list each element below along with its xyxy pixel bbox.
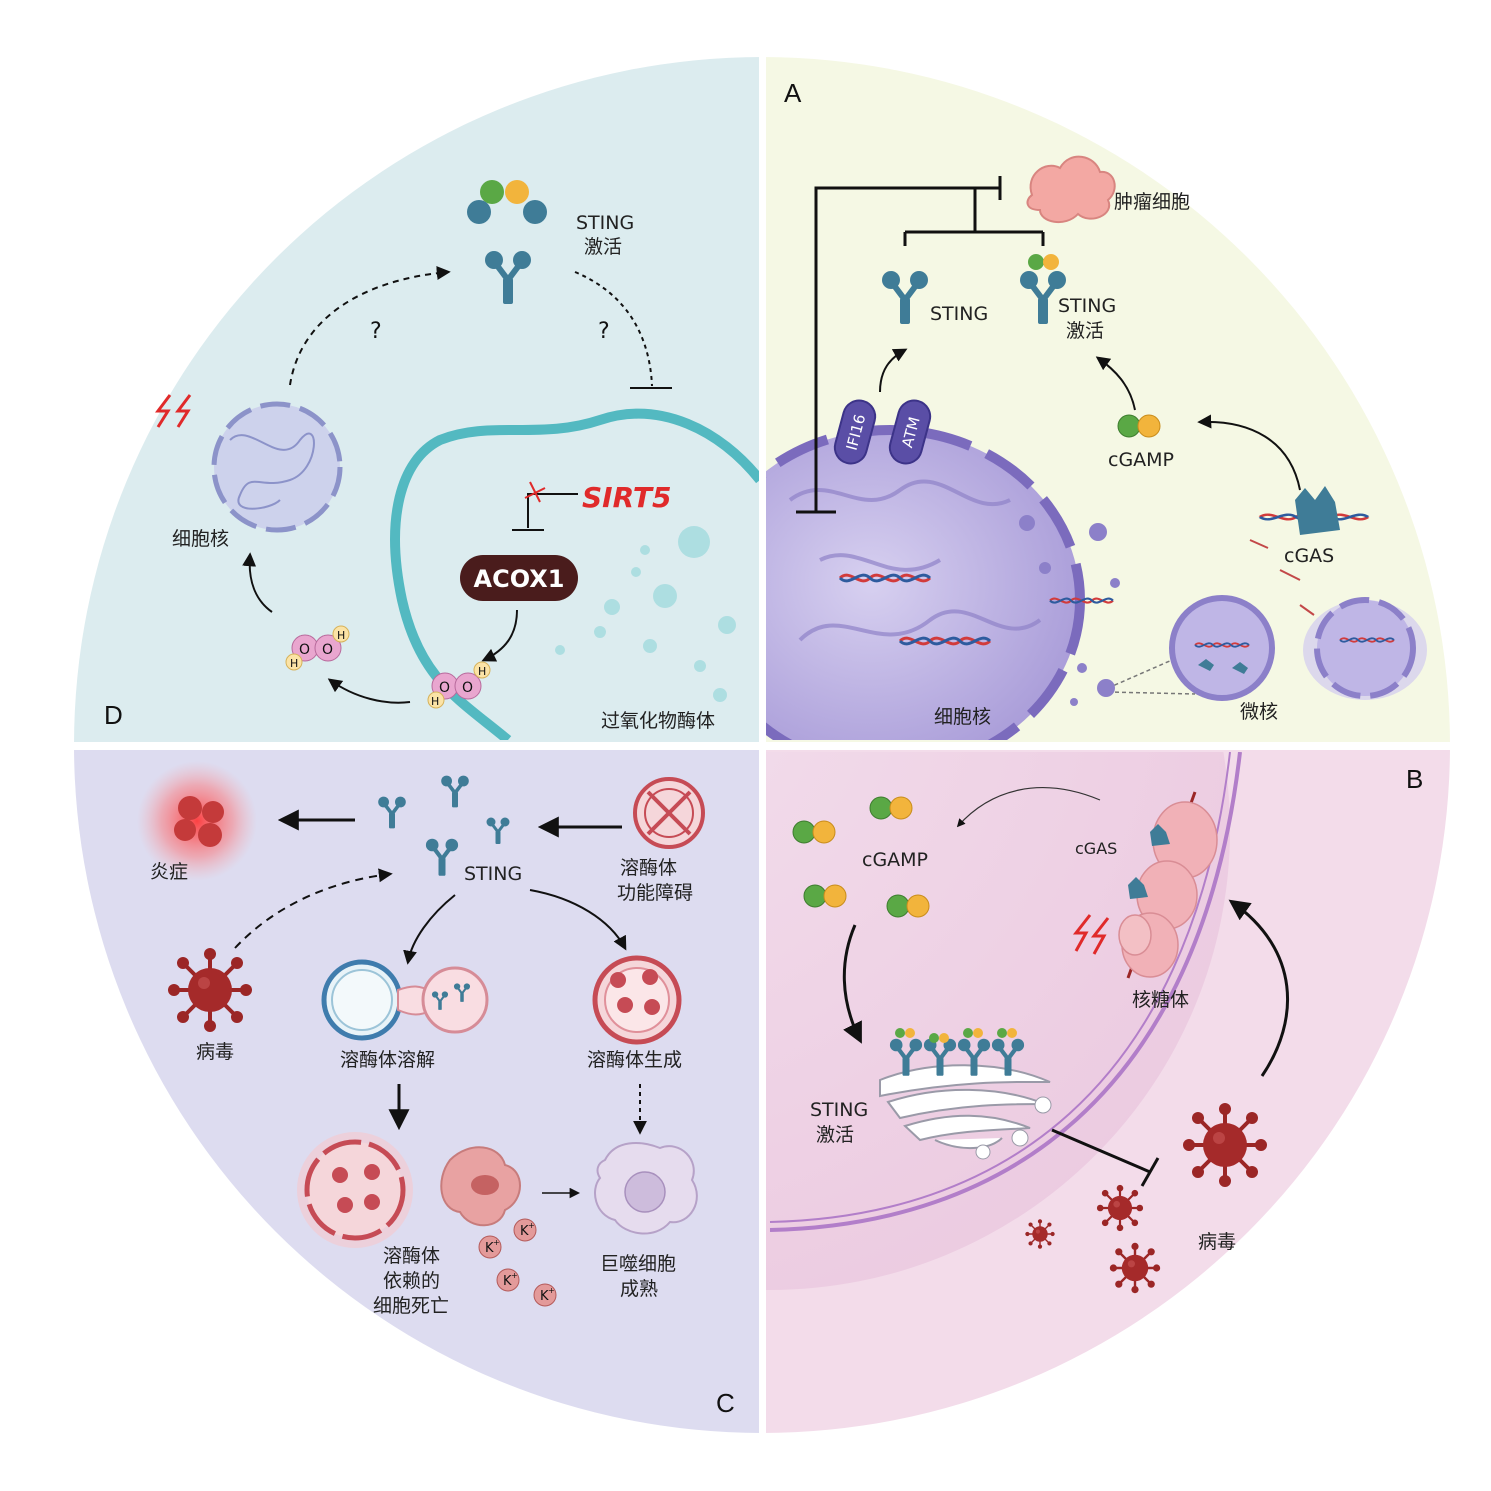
virus-b-3 xyxy=(1108,1241,1162,1295)
svg-text:O: O xyxy=(322,642,333,658)
sirt5-label: SIRT5 xyxy=(582,481,671,514)
h2o2-inside: O O H H xyxy=(427,661,491,709)
activation-label-b: 激活 xyxy=(816,1124,854,1146)
panel-b-letter: B xyxy=(1406,764,1423,794)
inflammation-cells xyxy=(174,796,224,847)
micronucleus-1 xyxy=(1169,595,1275,701)
question-right: ? xyxy=(598,319,610,344)
svg-text:+: + xyxy=(548,1286,555,1295)
inflammation-glow xyxy=(137,761,257,881)
svg-text:K: K xyxy=(540,1289,549,1304)
acox1-enzyme: ACOX1 xyxy=(460,555,578,601)
stress-icon-d xyxy=(155,394,192,428)
macrophage-label-2: 成熟 xyxy=(620,1278,658,1300)
lcd-label-1: 溶酶体 xyxy=(383,1245,440,1267)
panel-d-letter: D xyxy=(104,700,123,730)
svg-text:ACOX1: ACOX1 xyxy=(474,565,565,593)
lysosome-lysis-icon xyxy=(321,959,489,1041)
panel-c-letter: C xyxy=(716,1388,735,1418)
sting-active-label-a: STING xyxy=(1058,295,1116,317)
panel-a-letter: A xyxy=(784,78,802,108)
nucleus-label-d: 细胞核 xyxy=(172,528,229,550)
panel-c: C 炎症 STING 溶酶体 功能障碍 病毒 xyxy=(137,761,735,1418)
virus-b-4 xyxy=(1024,1218,1056,1250)
sting-label-c: STING xyxy=(464,863,522,885)
lcd-icon xyxy=(297,1132,521,1248)
panel-d-background xyxy=(74,57,760,744)
cgamp-label-a: cGAMP xyxy=(1108,449,1174,471)
macrophage-label-1: 巨噬细胞 xyxy=(600,1253,676,1275)
cgas-label-b: cGAS xyxy=(1075,839,1117,858)
sting-label-a: STING xyxy=(930,303,988,325)
macrophage-icon xyxy=(594,1142,698,1235)
lcd-label-2: 依赖的 xyxy=(383,1270,440,1292)
ifi16-protein: IFI16 xyxy=(833,399,877,465)
tumor-cell xyxy=(1026,155,1116,224)
nucleus-label-a: 细胞核 xyxy=(934,706,991,728)
peroxisome-vesicles xyxy=(555,526,736,702)
virus-b-large xyxy=(1181,1101,1269,1189)
nucleus-d xyxy=(211,401,343,533)
lysosome-biogenesis-icon xyxy=(592,955,682,1045)
virus-label-b: 病毒 xyxy=(1198,1231,1236,1253)
h2o2-outside: O O H H xyxy=(285,625,350,671)
lysosome-dysfunction-label-1: 溶酶体 xyxy=(620,857,677,879)
ribosome-label: 核糖体 xyxy=(1132,989,1189,1011)
lysosome-dysfunction-label-2: 功能障碍 xyxy=(617,882,693,904)
ribosome xyxy=(1118,791,1218,979)
svg-text:K: K xyxy=(485,1241,494,1256)
svg-text:O: O xyxy=(299,642,310,658)
lcd-label-3: 细胞死亡 xyxy=(373,1295,449,1317)
horizontal-divider xyxy=(40,742,1460,750)
svg-text:O: O xyxy=(462,680,473,696)
svg-text:H: H xyxy=(431,695,439,708)
svg-text:O: O xyxy=(439,680,450,696)
virus-b-2 xyxy=(1095,1183,1145,1233)
tumor-cell-label: 肿瘤细胞 xyxy=(1114,191,1190,213)
activation-label-d: 激活 xyxy=(584,236,622,258)
panel-d: D 过氧化物酶体 STING 激活 ? ? 细胞核 xyxy=(104,180,760,740)
svg-text:K: K xyxy=(520,1224,529,1239)
golgi-sting-b xyxy=(879,1028,1052,1160)
lysosome-biogenesis-label: 溶酶体生成 xyxy=(587,1049,682,1071)
lysosome-dysfunction-icon xyxy=(633,777,705,849)
svg-text:H: H xyxy=(478,665,486,678)
svg-text:+: + xyxy=(511,1271,518,1280)
svg-text:+: + xyxy=(493,1238,500,1247)
virus-label-c: 病毒 xyxy=(196,1041,234,1063)
svg-text:H: H xyxy=(290,657,298,670)
stress-icon-b xyxy=(1072,914,1110,955)
inflammation-label: 炎症 xyxy=(150,861,188,883)
panel-b: B cGAMP cGAS 核糖体 xyxy=(766,752,1423,1295)
cgas-a xyxy=(1258,486,1370,535)
atm-protein: ATM xyxy=(888,399,932,465)
svg-text:H: H xyxy=(337,629,345,642)
virus-c xyxy=(166,946,254,1034)
micronucleus-label: 微核 xyxy=(1240,701,1278,723)
sting-label-d: STING xyxy=(576,212,634,234)
cgas-label-a: cGAS xyxy=(1284,545,1334,567)
activation-label-a: 激活 xyxy=(1066,320,1104,342)
lysosome-lysis-label: 溶酶体溶解 xyxy=(340,1049,435,1071)
potassium-ions: K + K + K + K + xyxy=(478,1218,557,1307)
svg-text:+: + xyxy=(528,1221,535,1230)
cgamp-label-b: cGAMP xyxy=(862,849,928,871)
inhibition-line-a xyxy=(814,186,1000,512)
question-left: ? xyxy=(370,319,382,344)
micronucleus-2 xyxy=(1303,597,1427,700)
sting-label-b: STING xyxy=(810,1099,868,1121)
panel-a: A IFI16 ATM 肿瘤细胞 STING xyxy=(766,78,1427,740)
svg-text:K: K xyxy=(503,1274,512,1289)
peroxisome-label: 过氧化物酶体 xyxy=(601,710,715,732)
peroxisome-membrane xyxy=(390,408,760,740)
